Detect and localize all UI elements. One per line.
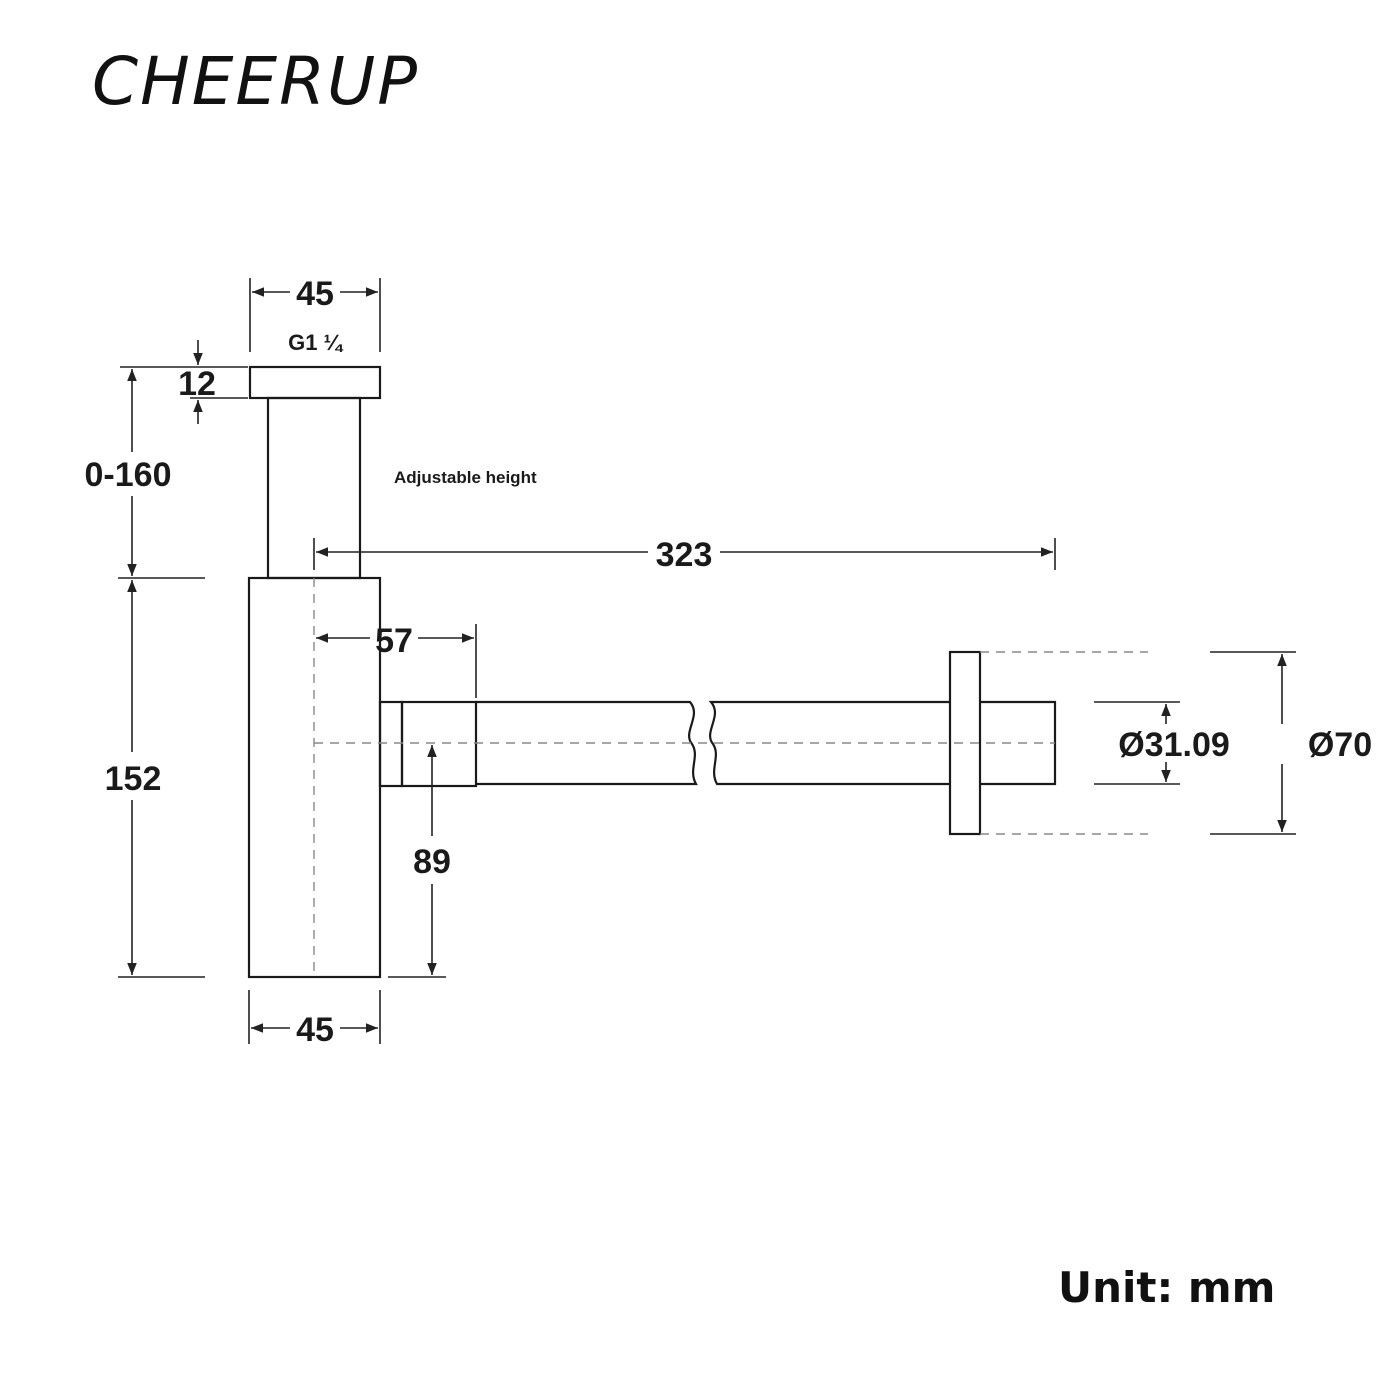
outlet-joint: [378, 700, 404, 788]
adjust-note: Adjustable height: [394, 468, 537, 487]
svg-text:0-160: 0-160: [85, 456, 172, 494]
svg-text:45: 45: [296, 1011, 334, 1049]
hidden-lines: [313, 578, 1148, 977]
dim-offset: 57: [316, 622, 477, 698]
svg-text:323: 323: [656, 536, 713, 574]
wall-flange: [948, 650, 982, 836]
dim-body-height: 152: [105, 580, 205, 978]
svg-text:89: 89: [413, 843, 451, 881]
thread-label: G1 ¼: [288, 330, 343, 355]
siphon-part: [247, 365, 1057, 979]
pipe-left: [476, 700, 698, 786]
dim-pipe-length: 323: [313, 536, 1056, 574]
dim-adjust-range: 0-160 Adjustable height: [85, 369, 537, 579]
svg-text:45: 45: [296, 275, 334, 313]
brand-logo: CHEERUP: [92, 43, 419, 120]
svg-text:12: 12: [178, 365, 216, 403]
svg-text:Ø31.09: Ø31.09: [1118, 726, 1230, 764]
svg-text:57: 57: [375, 622, 413, 660]
outlet-nut: [400, 700, 478, 788]
pipe-right: [708, 700, 950, 786]
dim-cap-height: 12: [120, 340, 248, 424]
cap: [248, 365, 382, 400]
dim-outlet-height: 89: [388, 745, 451, 978]
dim-top-width: 45 G1 ¼: [249, 275, 381, 355]
dim-pipe-diameter: Ø31.09: [1094, 701, 1230, 785]
unit-label: Unit: mm: [1058, 1263, 1275, 1312]
svg-text:Ø70: Ø70: [1308, 726, 1372, 764]
svg-text:152: 152: [105, 760, 162, 798]
dim-flange-diameter: Ø70: [1210, 651, 1372, 835]
dim-bottom-width: 45: [248, 990, 381, 1049]
